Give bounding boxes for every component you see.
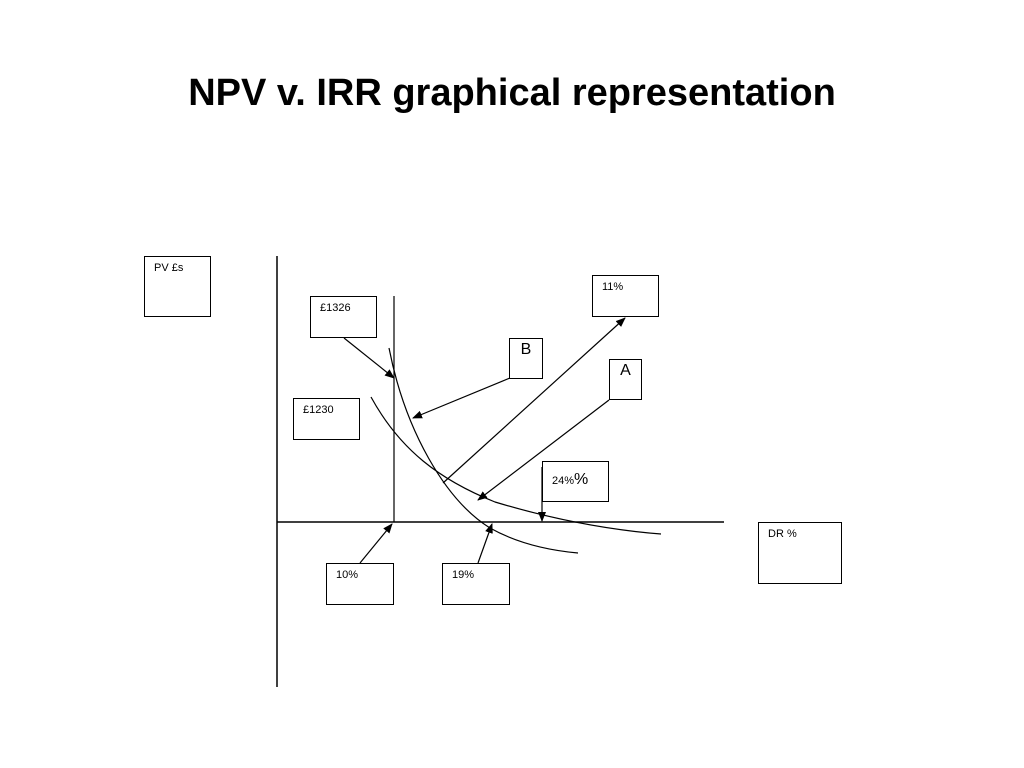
npv-b-at-zero-label: £1326	[320, 302, 351, 314]
y-axis-label-box: PV £s	[144, 256, 211, 317]
project-b-box: B	[509, 338, 543, 379]
irr-b-suffix: %	[574, 471, 589, 488]
x-axis-label-box: DR %	[758, 522, 842, 584]
arrow-1326	[343, 337, 395, 379]
arrow-b	[412, 377, 511, 419]
irr-b-box: 24%%	[542, 461, 609, 502]
rate-10-label: 10%	[336, 569, 359, 581]
rate-19-box: 19%	[442, 563, 510, 605]
npv-b-at-zero-box: £1326	[310, 296, 377, 338]
arrow-11-percent	[442, 317, 626, 484]
irr-b-label: 24%	[552, 475, 575, 487]
crossover-rate-label: 11%	[602, 281, 624, 293]
project-b-label: B	[520, 341, 532, 358]
arrow-10-percent	[359, 523, 393, 564]
arrow-19-percent	[477, 523, 493, 564]
y-axis-label: PV £s	[154, 262, 184, 274]
project-a-box: A	[609, 359, 642, 400]
slide-title: NPV v. IRR graphical representation	[188, 72, 836, 114]
arrow-a	[477, 399, 610, 501]
crossover-rate-box: 11%	[592, 275, 659, 317]
rate-19-label: 19%	[452, 569, 475, 581]
x-axis-label: DR %	[768, 528, 797, 540]
npv-a-at-zero-label: £1230	[303, 404, 334, 416]
rate-10-box: 10%	[326, 563, 394, 605]
npv-curve-a	[370, 396, 662, 535]
npv-curve-b	[388, 347, 579, 554]
npv-a-at-zero-box: £1230	[293, 398, 360, 440]
project-a-label: A	[620, 362, 631, 379]
